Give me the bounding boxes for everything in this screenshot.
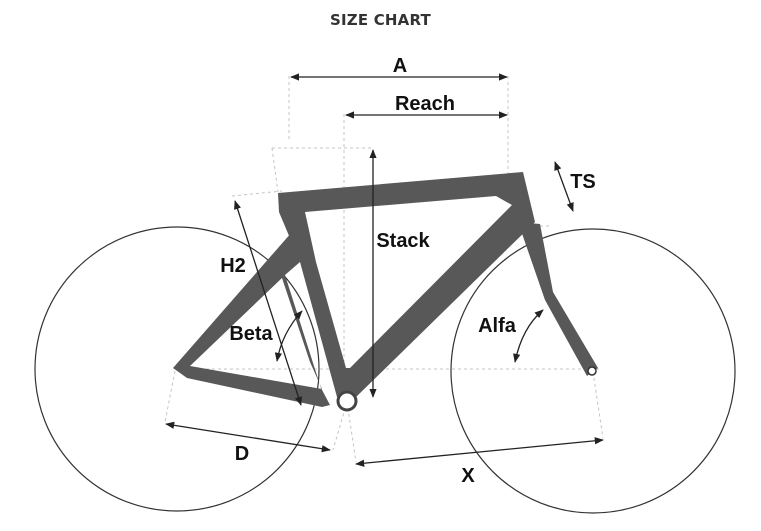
- ts-dimension-line: [554, 161, 574, 212]
- diagram-title: SIZE CHART: [329, 11, 431, 29]
- rear-wheel: [34, 226, 320, 512]
- bottom-bracket-icon: [336, 390, 358, 412]
- label-reach: Reach: [395, 93, 455, 115]
- x-dimension-line: [355, 437, 604, 467]
- label-alfa: Alfa: [478, 315, 517, 337]
- label-a: A: [393, 55, 407, 77]
- h2-dimension-line: [234, 200, 302, 406]
- label-beta: Beta: [229, 323, 273, 345]
- label-ts: TS: [570, 171, 596, 193]
- d-dimension-line: [165, 421, 331, 453]
- alfa-angle-arc: [513, 309, 544, 363]
- label-h2: H2: [220, 255, 246, 277]
- front-wheel: [450, 228, 736, 514]
- label-stack: Stack: [376, 230, 430, 252]
- front-fork: [518, 222, 598, 376]
- label-x: X: [461, 465, 475, 487]
- frame-front-triangle: [278, 172, 535, 398]
- front-axle-icon: [587, 366, 597, 376]
- beta-angle-arc: [274, 310, 303, 362]
- label-d: D: [235, 443, 249, 465]
